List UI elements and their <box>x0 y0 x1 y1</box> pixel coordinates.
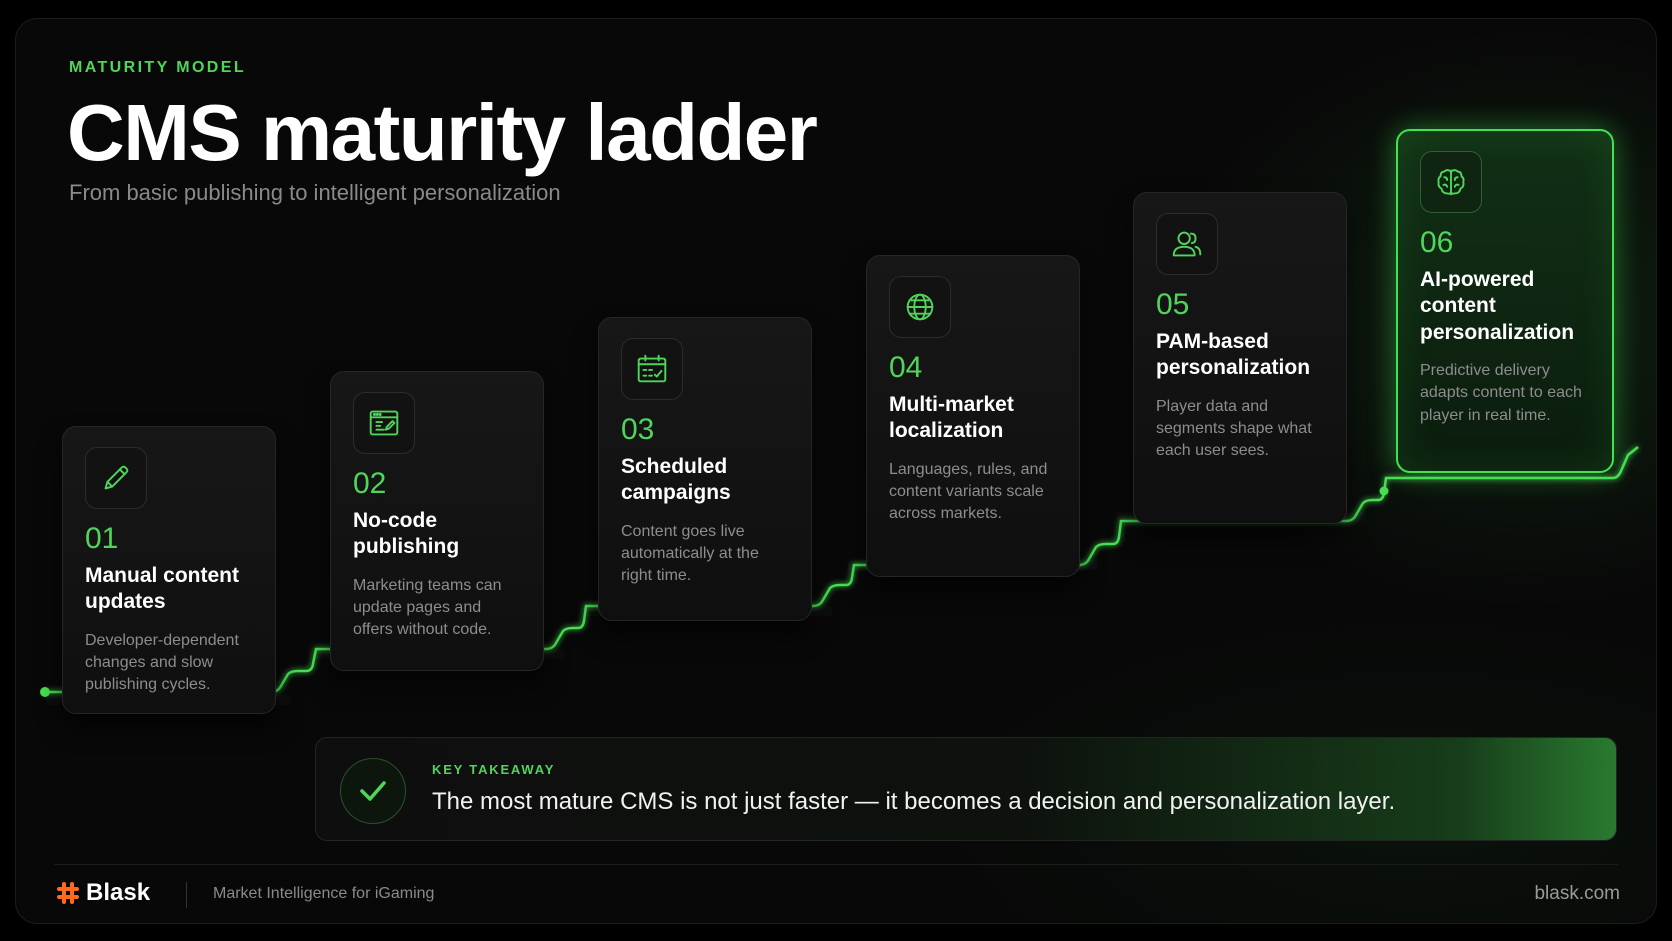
users-icon <box>1156 213 1218 275</box>
step-description: Content goes live automatically at the r… <box>621 522 759 585</box>
step-title: No-code publishing <box>353 509 460 559</box>
step-card-02: 02 No-code publishing Marketing teams ca… <box>330 371 544 671</box>
key-takeaway-panel: KEY TAKEAWAY The most mature CMS is not … <box>315 737 1617 841</box>
step-number: 01 <box>85 522 119 555</box>
step-description: Developer-dependent changes and slow pub… <box>85 631 239 694</box>
step-title: Manual content updates <box>85 564 240 614</box>
step-title: Scheduled campaigns <box>621 455 731 505</box>
step-number: 06 <box>1420 226 1454 259</box>
step-card-04: 04 Multi-market localization Languages, … <box>866 255 1080 577</box>
step-card-06: 06 AI-powered content personalization Pr… <box>1396 129 1614 473</box>
eyebrow-label: MATURITY MODEL <box>69 59 246 76</box>
step-description: Marketing teams can update pages and off… <box>353 576 502 639</box>
brand-separator <box>186 882 187 908</box>
slide-frame: MATURITY MODEL CMS maturity ladder From … <box>15 18 1657 924</box>
ladder-path <box>45 446 1639 694</box>
pencil-icon <box>85 447 147 509</box>
step-number: 05 <box>1156 288 1190 321</box>
ladder-end-dot <box>1379 486 1389 496</box>
step-number: 02 <box>353 467 387 500</box>
step-card-01: 01 Manual content updates Developer-depe… <box>62 426 276 714</box>
takeaway-text: The most mature CMS is not just faster —… <box>432 788 1396 815</box>
step-card-05: 05 PAM-based personalization Player data… <box>1133 192 1347 524</box>
hashtag-logo-icon <box>57 882 79 904</box>
globe-icon <box>889 276 951 338</box>
step-title: Multi-market localization <box>889 393 1014 443</box>
step-description: Languages, rules, and content variants s… <box>889 460 1048 523</box>
step-title: PAM-based personalization <box>1156 330 1311 380</box>
ladder-shadow-steps <box>46 466 1634 705</box>
step-title: AI-powered content personalization <box>1420 268 1575 344</box>
ladder-start-dot <box>40 687 50 697</box>
footer-divider <box>54 864 1618 865</box>
check-icon <box>340 758 406 824</box>
takeaway-label: KEY TAKEAWAY <box>432 762 556 777</box>
site-link[interactable]: blask.com <box>1534 883 1620 904</box>
brand-logo: Blask <box>56 879 150 907</box>
step-number: 03 <box>621 413 655 446</box>
brand-tagline: Market Intelligence for iGaming <box>213 885 435 902</box>
step-description: Player data and segments shape what each… <box>1156 397 1312 460</box>
page-subtitle: From basic publishing to intelligent per… <box>69 180 561 205</box>
brand-name: Blask <box>86 879 151 906</box>
step-description: Predictive delivery adapts content to ea… <box>1420 361 1582 424</box>
brain-icon <box>1420 151 1482 213</box>
browser-edit-icon <box>353 392 415 454</box>
page-title: CMS maturity ladder <box>67 88 818 177</box>
step-card-03: 03 Scheduled campaigns Content goes live… <box>598 317 812 621</box>
calendar-icon <box>621 338 683 400</box>
step-number: 04 <box>889 351 923 384</box>
